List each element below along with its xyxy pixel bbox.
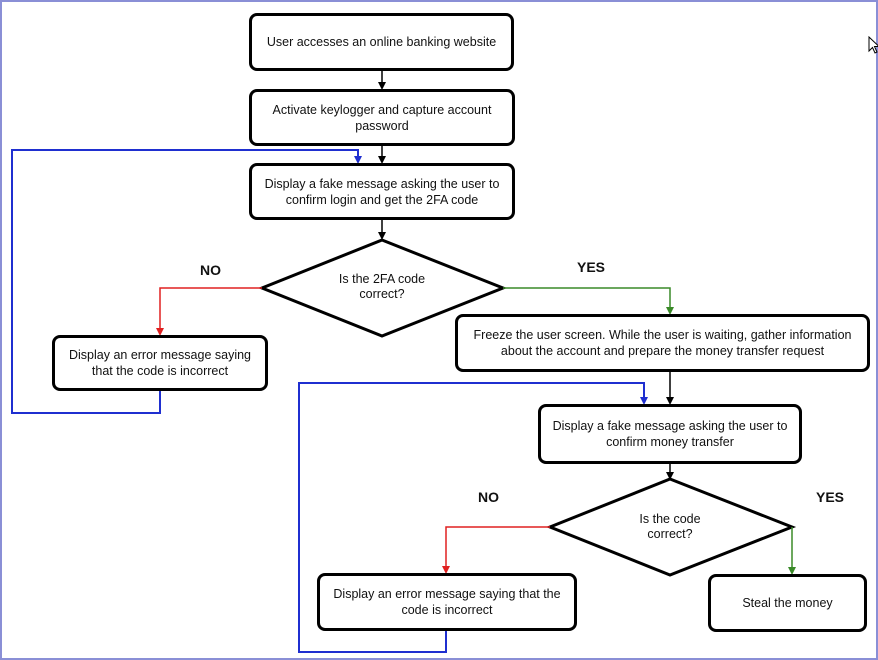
node-fake-login: Display a fake message asking the user t…: [249, 163, 515, 220]
node-error-2fa: Display an error message saying that the…: [52, 335, 268, 391]
node-keylogger: Activate keylogger and capture account p…: [249, 89, 515, 146]
node-start: User accesses an online banking website: [249, 13, 514, 71]
arrow-loop-back-2fa: [11, 149, 362, 414]
decision-diamond-code: [545, 477, 797, 577]
label-no-code: NO: [478, 489, 499, 505]
label-no-2fa: NO: [200, 262, 221, 278]
node-fake-transfer: Display a fake message asking the user t…: [538, 404, 802, 464]
decision-diamond-2fa: [257, 238, 508, 338]
decision-text-2fa: Is the 2FA code correct?: [338, 272, 426, 301]
arrow-yes-2fa: [503, 287, 674, 315]
node-steal: Steal the money: [708, 574, 867, 632]
label-yes-2fa: YES: [577, 259, 606, 275]
arrow-loop-back-code: [298, 382, 648, 653]
node-freeze: Freeze the user screen. While the user i…: [455, 314, 870, 372]
arrow-no-2fa: [156, 287, 262, 336]
mouse-pointer-icon: [868, 36, 878, 54]
node-error-code: Display an error message saying that the…: [317, 573, 577, 631]
decision-text-code: Is the code correct?: [639, 512, 701, 541]
arrow-no-code: [442, 526, 550, 574]
label-yes-code: YES: [816, 489, 845, 505]
